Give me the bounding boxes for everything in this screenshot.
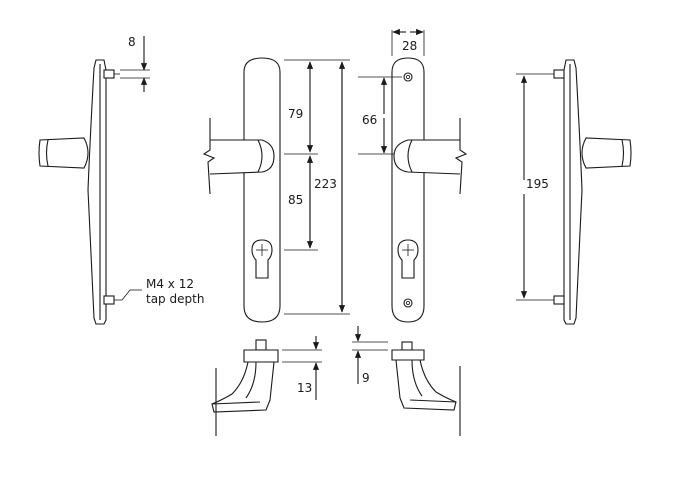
bottom-right-lever: 9 bbox=[352, 326, 461, 436]
right-bottom-screw-boss bbox=[553, 295, 565, 305]
front-lever-right-collar bbox=[407, 139, 413, 173]
dim-label-screw-offset: 8 bbox=[128, 35, 136, 49]
dim-label-plate-width: 28 bbox=[402, 39, 417, 53]
dim-label-rose-height-left: 13 bbox=[297, 381, 312, 395]
thread-note-line1: M4 x 12 bbox=[146, 277, 194, 291]
thread-note: M4 x 12 tap depth bbox=[121, 277, 204, 306]
left-bottom-screw-boss bbox=[103, 295, 115, 305]
left-top-screw-boss bbox=[103, 69, 115, 79]
right-side-view bbox=[553, 59, 632, 325]
left-spindle bbox=[255, 339, 267, 351]
bottom-screw-hole bbox=[403, 298, 413, 308]
right-handle-grip bbox=[581, 137, 632, 169]
front-lever-left-break bbox=[202, 118, 216, 195]
dim-label-rose-height-right: 9 bbox=[362, 371, 370, 385]
right-lever-arm bbox=[395, 359, 457, 411]
left-lever-arm bbox=[211, 361, 275, 413]
front-plate-left bbox=[243, 57, 281, 323]
right-backplate-profile bbox=[563, 59, 583, 325]
left-backplate-profile bbox=[87, 59, 107, 325]
left-side-view bbox=[38, 59, 122, 325]
left-handle-end-cap bbox=[45, 139, 49, 167]
right-handle-end-cap bbox=[621, 139, 625, 167]
dim-screw-offset: 8 bbox=[120, 35, 150, 92]
cylinder-cutout-right bbox=[397, 239, 419, 279]
right-spindle bbox=[401, 341, 413, 351]
left-handle-grip bbox=[38, 137, 89, 169]
dim-label-handle-offset: 66 bbox=[362, 113, 377, 127]
front-view-right bbox=[391, 57, 468, 323]
right-top-screw-boss bbox=[553, 69, 565, 79]
left-rose bbox=[243, 349, 279, 363]
right-rose bbox=[391, 349, 425, 361]
front-view-left bbox=[202, 57, 281, 323]
front-lever-left bbox=[209, 139, 275, 175]
dim-front-left: 79 85 223 bbox=[284, 59, 350, 315]
cylinder-cutout-left bbox=[251, 239, 273, 279]
front-lever-right-break bbox=[454, 118, 468, 195]
bottom-left-lever: 13 bbox=[211, 336, 322, 436]
dim-label-overall-length: 223 bbox=[314, 177, 337, 191]
dim-plate-width: 28 bbox=[391, 28, 425, 56]
front-lever-right bbox=[393, 139, 461, 175]
dim-label-upper-spacing: 79 bbox=[288, 107, 303, 121]
dim-fixing-centres: 195 bbox=[516, 73, 554, 301]
front-plate-right bbox=[391, 57, 425, 323]
dim-handle-offset: 66 bbox=[358, 76, 402, 155]
top-screw-hole bbox=[403, 72, 413, 82]
dim-label-fixing-centres: 195 bbox=[526, 177, 549, 191]
dim-label-lower-spacing: 85 bbox=[288, 193, 303, 207]
thread-note-line2: tap depth bbox=[146, 292, 204, 306]
front-lever-left-collar bbox=[257, 139, 263, 173]
